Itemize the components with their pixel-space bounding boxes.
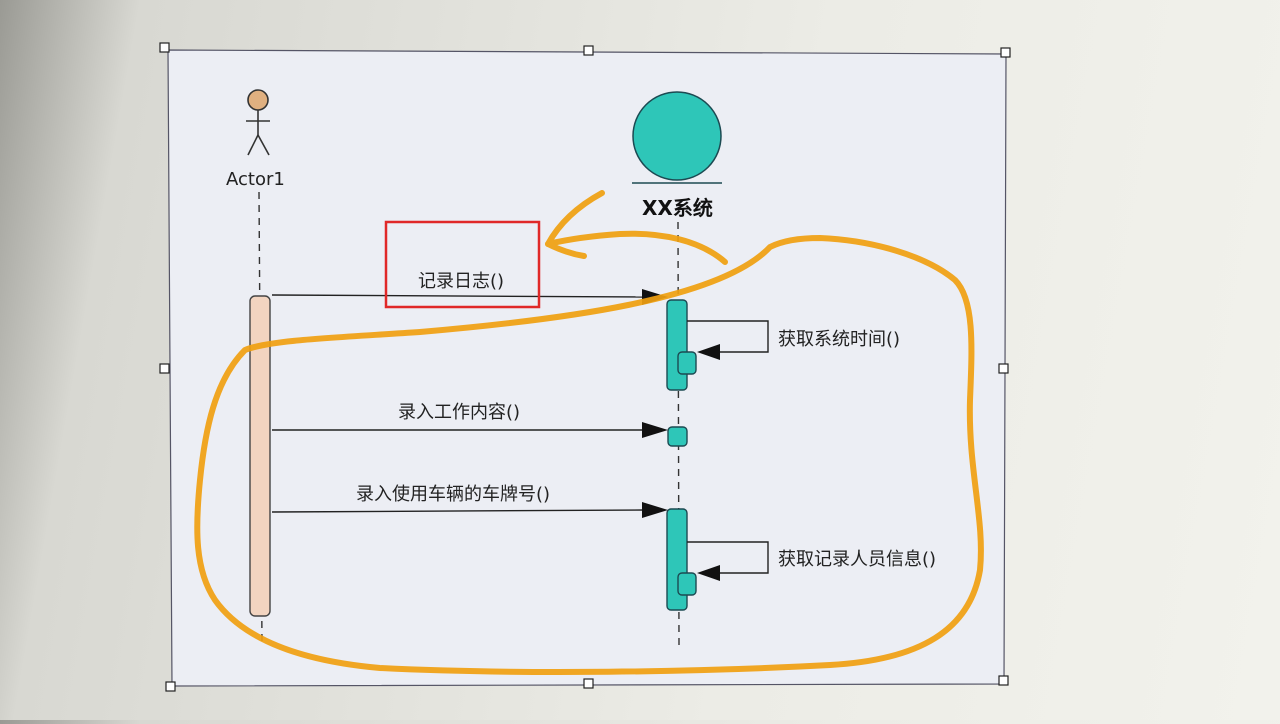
self-message-label: 获取系统时间() xyxy=(778,329,900,350)
system-icon[interactable] xyxy=(632,91,722,181)
actor-label: Actor1 xyxy=(226,169,285,190)
system-activation-1[interactable] xyxy=(666,299,688,391)
self-message-arrow[interactable] xyxy=(687,320,769,360)
handle-top-right[interactable] xyxy=(1000,47,1011,58)
system-activation-2[interactable] xyxy=(667,426,688,447)
system-label: XX系统 xyxy=(642,196,713,220)
self-message-arrow[interactable] xyxy=(687,541,769,581)
handle-top-middle[interactable] xyxy=(583,45,594,56)
orange-annotation xyxy=(194,190,984,675)
selection-handles[interactable] xyxy=(159,42,1011,692)
actor-activation[interactable] xyxy=(249,295,271,617)
diagram-canvas[interactable] xyxy=(167,49,1007,687)
message-label: 录入工作内容() xyxy=(398,402,520,423)
orange-arrow-head xyxy=(545,190,605,259)
handle-bottom-right[interactable] xyxy=(998,675,1009,686)
handle-middle-left[interactable] xyxy=(159,363,170,374)
self-message-label: 获取记录人员信息() xyxy=(778,549,936,570)
orange-arrow-line xyxy=(545,230,728,265)
message-label: 录入使用车辆的车牌号() xyxy=(356,484,550,505)
actor-figure[interactable] xyxy=(246,89,270,156)
red-highlight-box xyxy=(384,220,541,309)
orange-loop xyxy=(194,235,984,675)
message-label: 记录日志() xyxy=(418,271,504,292)
system-self-activation-2[interactable] xyxy=(677,572,697,596)
handle-bottom-left[interactable] xyxy=(165,681,176,692)
message-arrow[interactable] xyxy=(271,502,668,518)
handle-middle-right[interactable] xyxy=(998,363,1009,374)
message-arrow[interactable] xyxy=(272,422,668,438)
handle-top-left[interactable] xyxy=(159,42,170,53)
handle-bottom-middle[interactable] xyxy=(583,678,594,689)
system-self-activation-1[interactable] xyxy=(677,351,697,375)
actor-head xyxy=(247,89,269,111)
